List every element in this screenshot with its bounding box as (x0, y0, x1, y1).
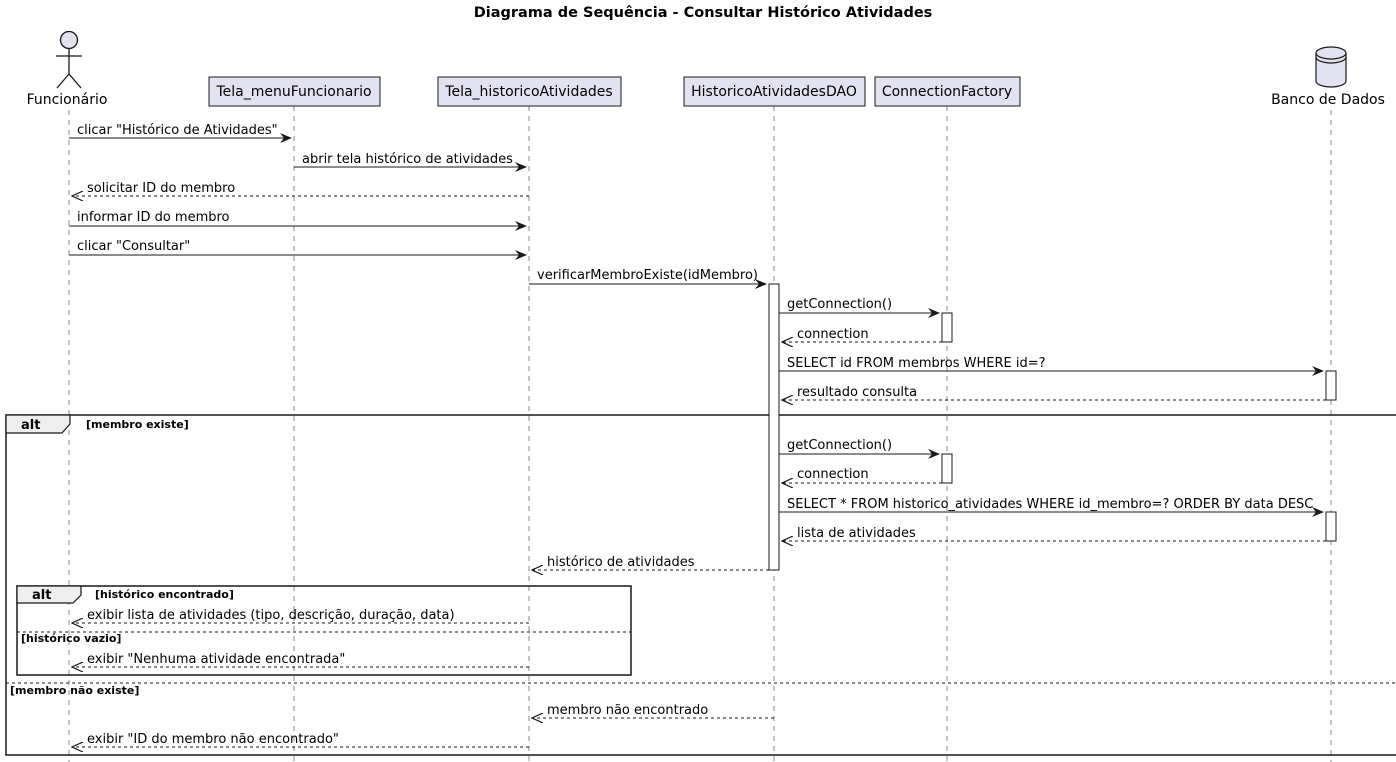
message-label: abrir tela histórico de atividades (302, 152, 513, 167)
message: connection (782, 327, 942, 342)
message: histórico de atividades (532, 555, 769, 570)
participant-label-connectionfactory: ConnectionFactory (882, 84, 1012, 100)
message-label: verificarMembroExiste(idMembro) (537, 268, 758, 283)
message-label: getConnection() (787, 297, 892, 312)
database-icon (1315, 46, 1347, 88)
fragment-condition: [histórico encontrado] (95, 588, 234, 601)
message: connection (782, 467, 942, 483)
message-label: getConnection() (787, 438, 892, 453)
activation-dao (768, 283, 780, 571)
participant-label-database: Banco de Dados (1271, 92, 1385, 108)
message: exibir lista de atividades (tipo, descri… (72, 608, 529, 623)
message-label: solicitar ID do membro (87, 181, 235, 196)
activation-bars (768, 283, 1337, 571)
participant-connectionfactory: ConnectionFactory (874, 76, 1021, 107)
activation-cf-2 (941, 453, 953, 484)
message-label: SELECT id FROM membros WHERE id=? (787, 356, 1046, 371)
message: clicar "Histórico de Atividades" (69, 123, 292, 143)
participant-menu: Tela_menuFuncionario (208, 76, 381, 107)
fragment-alt-historico: alt [histórico encontrado] [histórico va… (16, 585, 632, 676)
activation-cf-1 (941, 312, 953, 343)
participant-dao: HistoricoAtividadesDAO (683, 76, 866, 107)
message-label: exibir "Nenhuma atividade encontrada" (87, 652, 345, 667)
message: membro não encontrado (532, 703, 774, 718)
lifelines (68, 106, 1332, 762)
message-label: exibir "ID do membro não encontrado" (87, 732, 339, 747)
participant-historico: Tela_historicoAtividades (437, 76, 622, 107)
message-label: connection (797, 467, 869, 482)
message: SELECT id FROM membros WHERE id=? (779, 356, 1324, 376)
message-label: informar ID do membro (77, 210, 230, 225)
participant-database: Banco de Dados (1271, 46, 1385, 108)
activation-db-1 (1325, 370, 1337, 401)
fragment-keyword: alt (21, 418, 40, 433)
messages: clicar "Histórico de Atividades" abrir t… (69, 123, 1326, 747)
message: exibir "ID do membro não encontrado" (72, 732, 529, 747)
message-label: clicar "Histórico de Atividades" (77, 123, 278, 138)
message: informar ID do membro (69, 210, 527, 231)
message-label: SELECT * FROM historico_atividades WHERE… (787, 497, 1313, 512)
message: abrir tela histórico de atividades (294, 152, 527, 172)
message-label: resultado consulta (797, 385, 917, 400)
participant-label-menu: Tela_menuFuncionario (215, 84, 371, 100)
message-label: lista de atividades (797, 526, 916, 541)
participant-funcionario: Funcionário (27, 30, 108, 108)
message-label: histórico de atividades (547, 555, 695, 570)
participant-label-funcionario: Funcionário (27, 92, 108, 108)
message: clicar "Consultar" (69, 239, 527, 260)
message: lista de atividades (782, 526, 1326, 541)
actor-icon (56, 30, 82, 89)
fragment-alt-membro: alt [membro existe] [membro não existe] (5, 414, 1396, 756)
message: resultado consulta (782, 385, 1326, 400)
message: exibir "Nenhuma atividade encontrada" (72, 652, 529, 667)
fragment-else-condition: [histórico vazio] (21, 632, 121, 645)
activation-db-2 (1325, 511, 1337, 542)
message: solicitar ID do membro (72, 181, 529, 196)
participant-label-historico: Tela_historicoAtividades (444, 84, 612, 100)
message: getConnection() (779, 438, 940, 459)
message-label: connection (797, 327, 869, 342)
fragment-keyword: alt (32, 588, 51, 603)
participant-label-dao: HistoricoAtividadesDAO (691, 84, 857, 100)
fragment-else-condition: [membro não existe] (10, 684, 139, 697)
fragment-condition: [membro existe] (86, 418, 189, 431)
message: getConnection() (779, 297, 940, 318)
message-label: exibir lista de atividades (tipo, descri… (87, 608, 455, 623)
diagram-title: Diagrama de Sequência - Consultar Histór… (474, 5, 933, 21)
message: SELECT * FROM historico_atividades WHERE… (779, 497, 1324, 517)
message-label: clicar "Consultar" (77, 239, 190, 254)
message: verificarMembroExiste(idMembro) (529, 268, 767, 289)
message-label: membro não encontrado (547, 703, 708, 718)
